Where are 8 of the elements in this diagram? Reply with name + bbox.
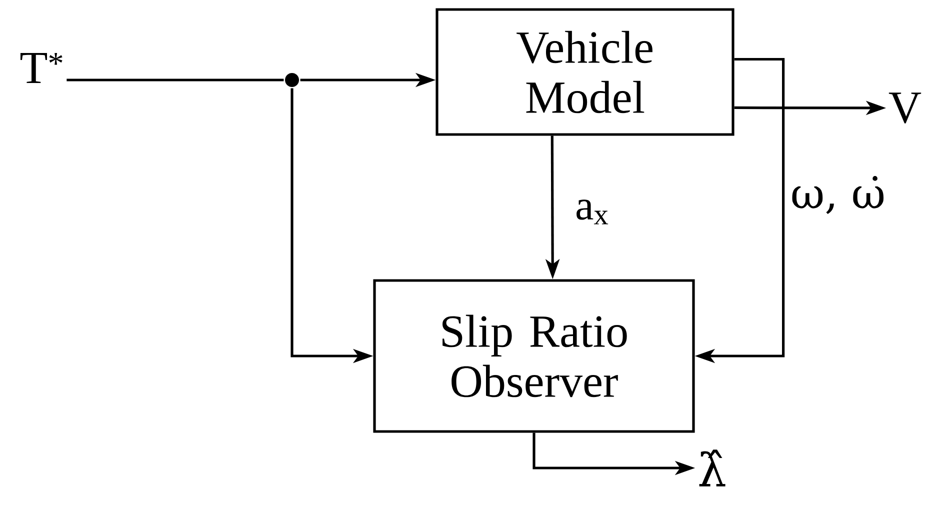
- edge-label: ω, ω̇: [792, 176, 884, 214]
- junction-dot: [285, 73, 299, 87]
- signal-label: V: [888, 92, 922, 124]
- block-box: Vehicle Model: [436, 8, 734, 136]
- signal-label: T$^{*}$: [20, 52, 62, 84]
- signal-label: λ̂: [699, 450, 726, 486]
- edge-label: a$_{x}$: [576, 200, 608, 224]
- block-box: Slip Ratio Observer: [373, 279, 695, 433]
